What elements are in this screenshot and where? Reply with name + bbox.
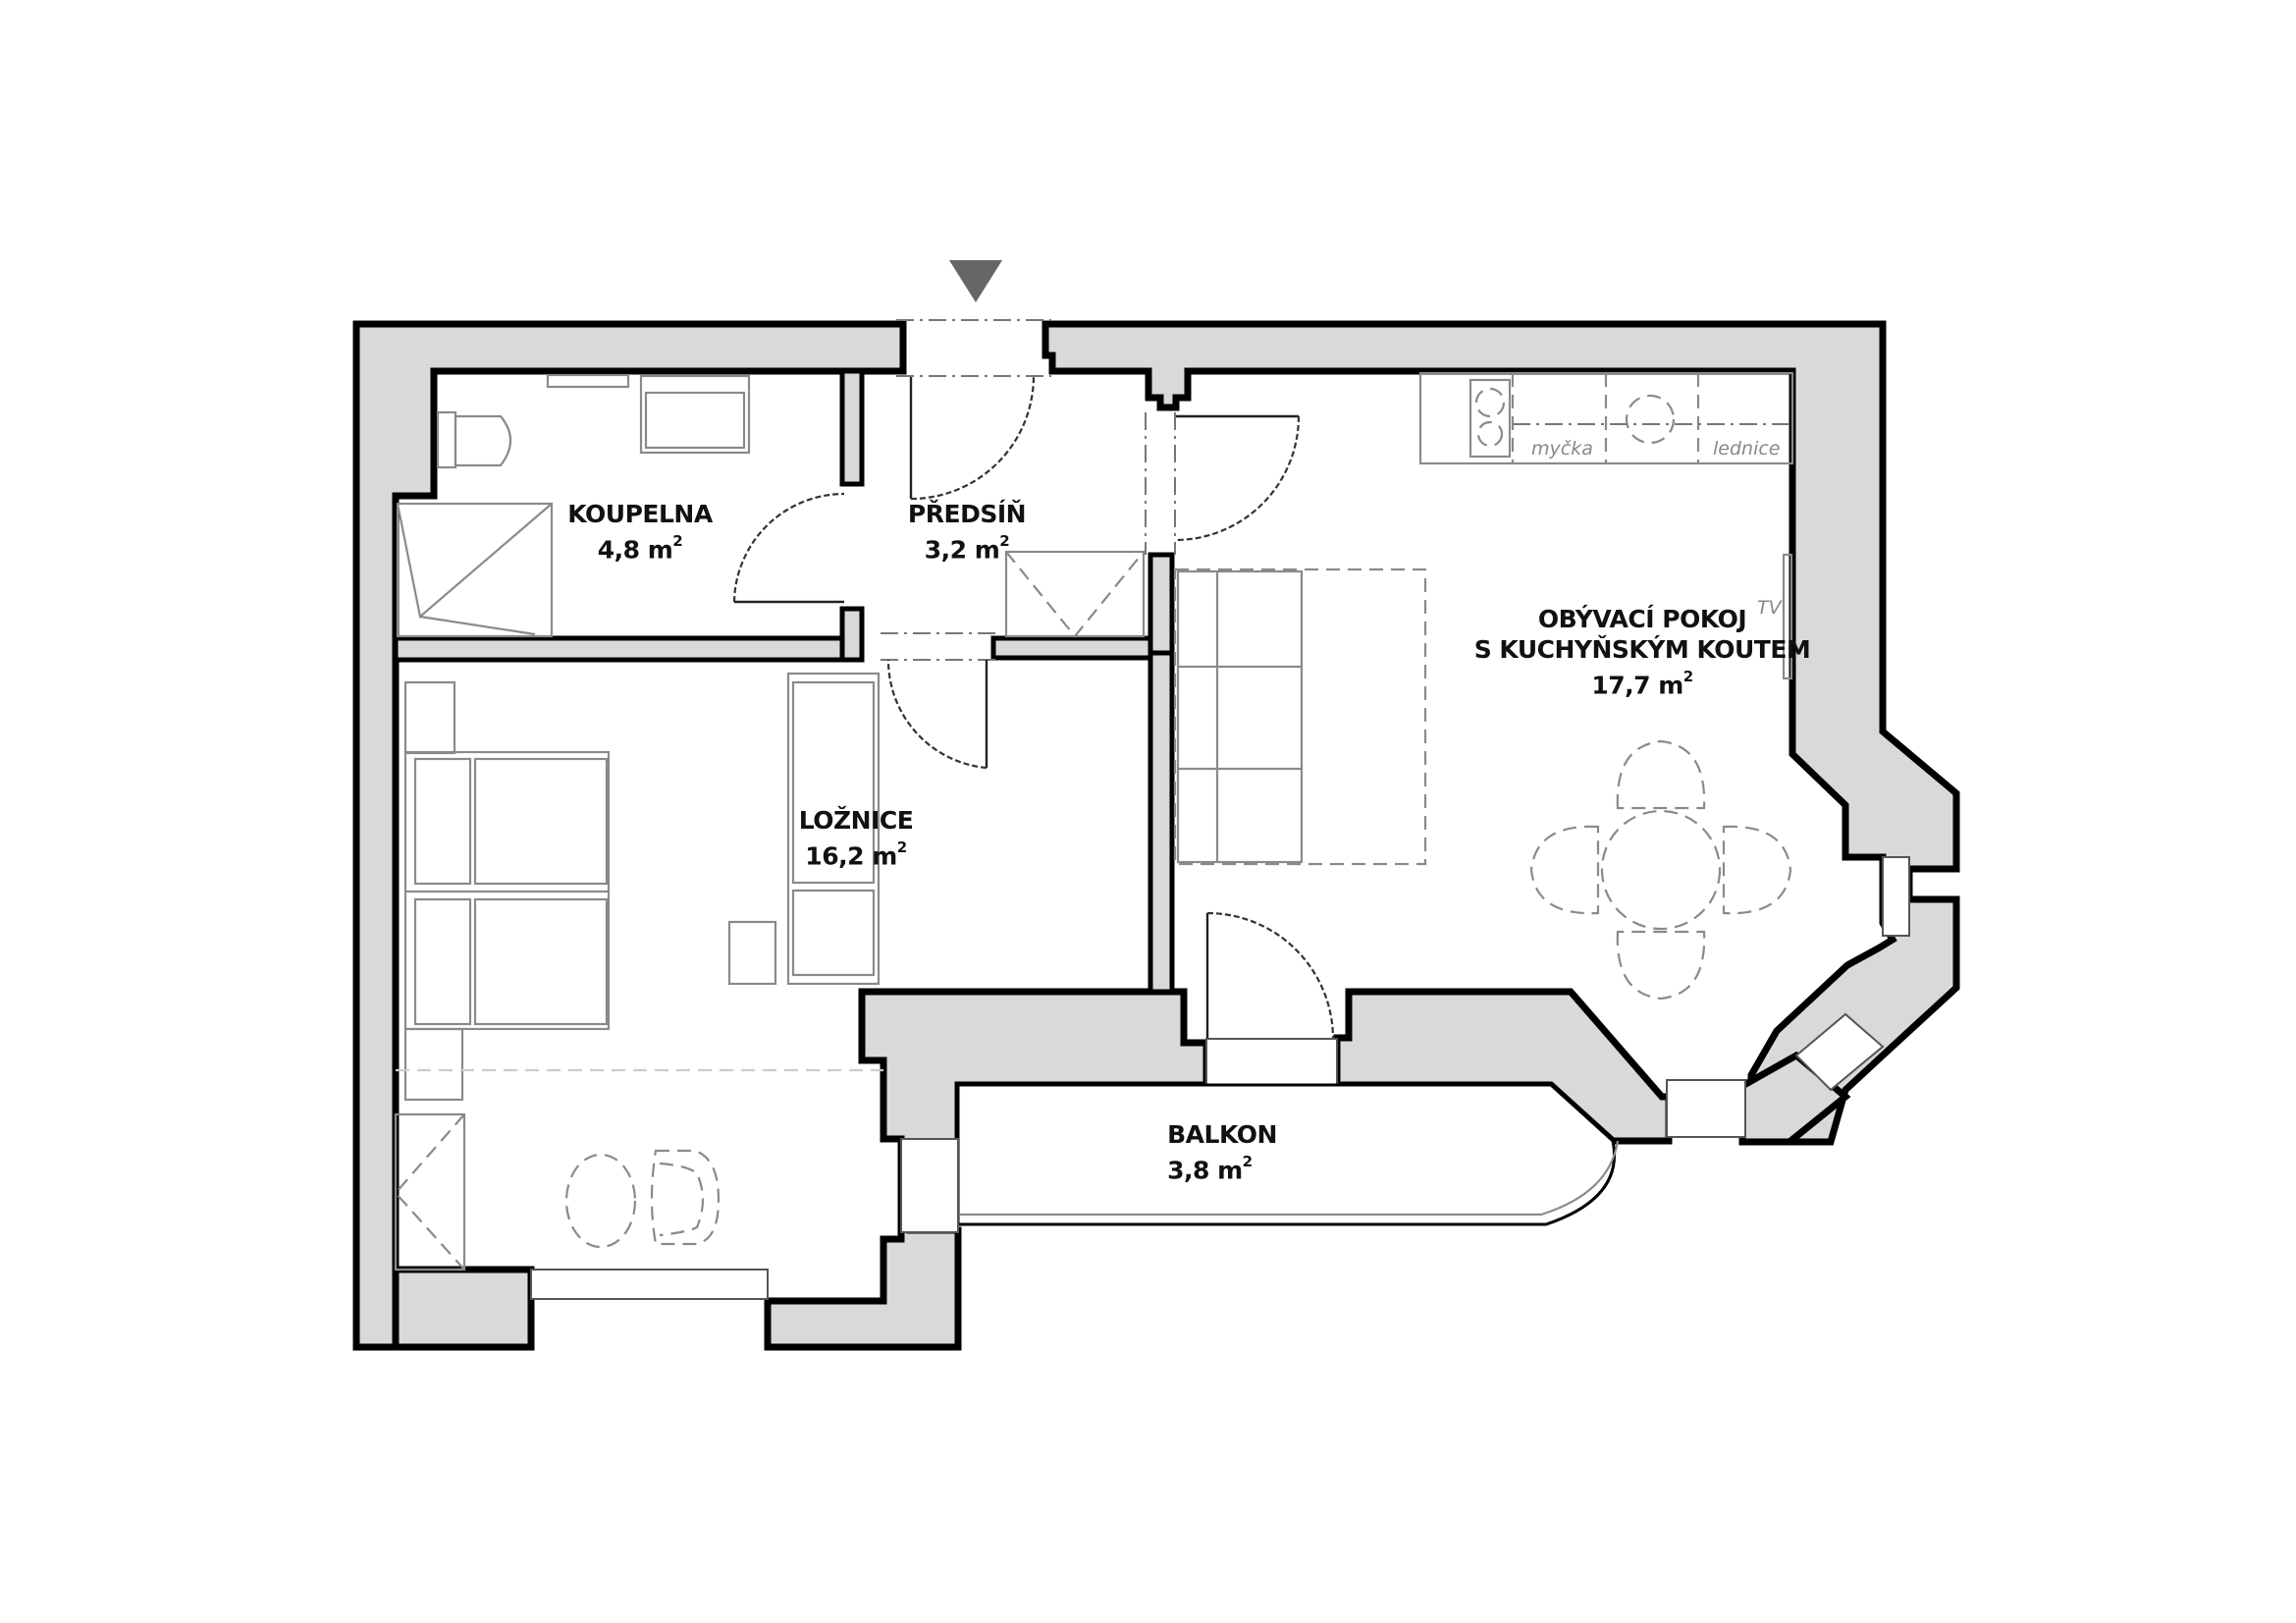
label-tv: TV	[1757, 597, 1782, 619]
bedroom-shelf	[403, 680, 456, 755]
wall-bath-hall	[839, 368, 865, 487]
room-area: 3,8 m2	[1167, 1153, 1253, 1185]
bay-window-diagonal	[1794, 1012, 1885, 1092]
nightstand-2	[413, 897, 472, 1026]
washbasin-inner	[644, 391, 746, 450]
wall-bedroom-living	[1148, 650, 1175, 995]
room-label-koupelna: KOUPELNA 4,8 m2	[567, 499, 713, 565]
wall-hall-bottom	[990, 635, 1161, 661]
room-name: PŘEDSÍŇ	[907, 500, 1027, 528]
chair-left	[1529, 825, 1600, 915]
bedroom-window	[530, 1269, 769, 1300]
armchair	[650, 1149, 721, 1246]
room-label-loznice: LOŽNICE 16,2 m2	[799, 805, 914, 871]
bedroom-cupboard	[394, 1112, 466, 1271]
room-label-balkon: BALKON 3,8 m2	[1167, 1119, 1277, 1185]
toilet-bowl	[454, 414, 512, 467]
balcony-floor	[956, 1083, 1616, 1226]
kitchen-sink	[1625, 394, 1676, 445]
balcony-door-frame	[1205, 1038, 1338, 1086]
room-label-predsin: PŘEDSÍŇ 3,2 m2	[907, 499, 1027, 565]
room-name-line1: OBÝVACÍ POKOJ	[1537, 605, 1747, 633]
room-area: 3,2 m2	[924, 532, 1010, 565]
balcony-railing	[958, 1140, 1620, 1217]
room-area: 16,2 m2	[805, 839, 907, 871]
dining-table	[1600, 809, 1722, 931]
entrance-arrow-icon	[949, 260, 1002, 302]
chair-top	[1616, 739, 1706, 810]
room-name-line2: S KUCHYŇSKÝM KOUTEM	[1473, 635, 1811, 664]
sofa	[1176, 569, 1304, 864]
room-name: LOŽNICE	[798, 806, 914, 835]
mattress-1	[473, 757, 609, 886]
tv-unit	[1782, 553, 1793, 680]
bath-door-swing	[732, 492, 845, 603]
bath-shelf	[546, 373, 630, 389]
balcony-door-swing	[1206, 911, 1335, 1040]
nightstand-1	[413, 757, 472, 886]
label-dishwasher: myčka	[1531, 438, 1593, 460]
toilet-tank	[436, 410, 457, 469]
label-fridge: lednice	[1713, 438, 1781, 460]
room-label-obyvaci: OBÝVACÍ POKOJ S KUCHYŇSKÝM KOUTEM 17,7 m…	[1474, 604, 1811, 700]
bedroom-door-swing	[886, 659, 988, 770]
shower-lines	[396, 503, 553, 636]
bay-window-side	[1882, 856, 1910, 937]
bedroom-shelf-lower	[403, 1027, 464, 1102]
mattress-2	[473, 897, 609, 1026]
room-area: 4,8 m2	[597, 532, 683, 565]
washbasin	[639, 374, 751, 455]
sofa-bed-area	[1173, 568, 1427, 866]
bedroom-cabinet	[727, 920, 777, 986]
entry-door-swing	[910, 375, 1036, 501]
wall-bath-hall-low	[839, 606, 865, 663]
wall-bath-bottom	[393, 635, 855, 663]
bedroom-balcony-window	[900, 1138, 959, 1233]
cooktop	[1468, 378, 1512, 459]
room-name: BALKON	[1167, 1120, 1277, 1149]
shower-tray	[396, 502, 554, 638]
living-door-swing	[1174, 415, 1301, 542]
round-table	[564, 1153, 637, 1249]
wall-bottom-left	[392, 1266, 535, 1351]
chair-bottom	[1616, 930, 1706, 1001]
bedroom-wardrobe	[786, 672, 881, 986]
room-name: KOUPELNA	[567, 500, 713, 528]
hall-wardrobe	[1004, 550, 1146, 638]
bay-window-bottom	[1666, 1079, 1746, 1138]
room-area: 17,7 m2	[1591, 668, 1693, 700]
chair-right	[1722, 825, 1792, 915]
